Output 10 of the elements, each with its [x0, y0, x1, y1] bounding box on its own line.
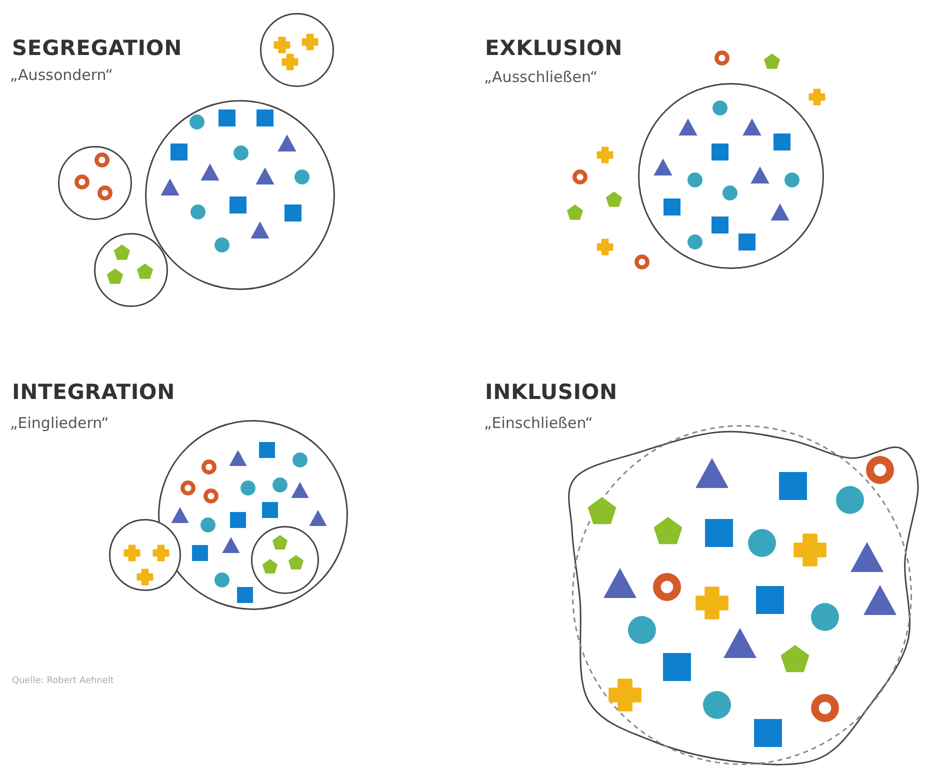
subtitle: „Eingliedern“ [10, 414, 109, 432]
subtitle: „Aussondern“ [10, 66, 113, 84]
heading: SEGREGATION [12, 36, 182, 60]
heading: EXKLUSION [485, 36, 623, 60]
heading: INTEGRATION [12, 380, 175, 404]
source-note: Quelle: Robert Aehnelt [12, 676, 114, 686]
subtitle: „Ausschließen“ [484, 68, 598, 86]
group-circle [58, 146, 132, 220]
heading: INKLUSION [485, 380, 618, 404]
subtitle: „Einschließen“ [484, 414, 593, 432]
